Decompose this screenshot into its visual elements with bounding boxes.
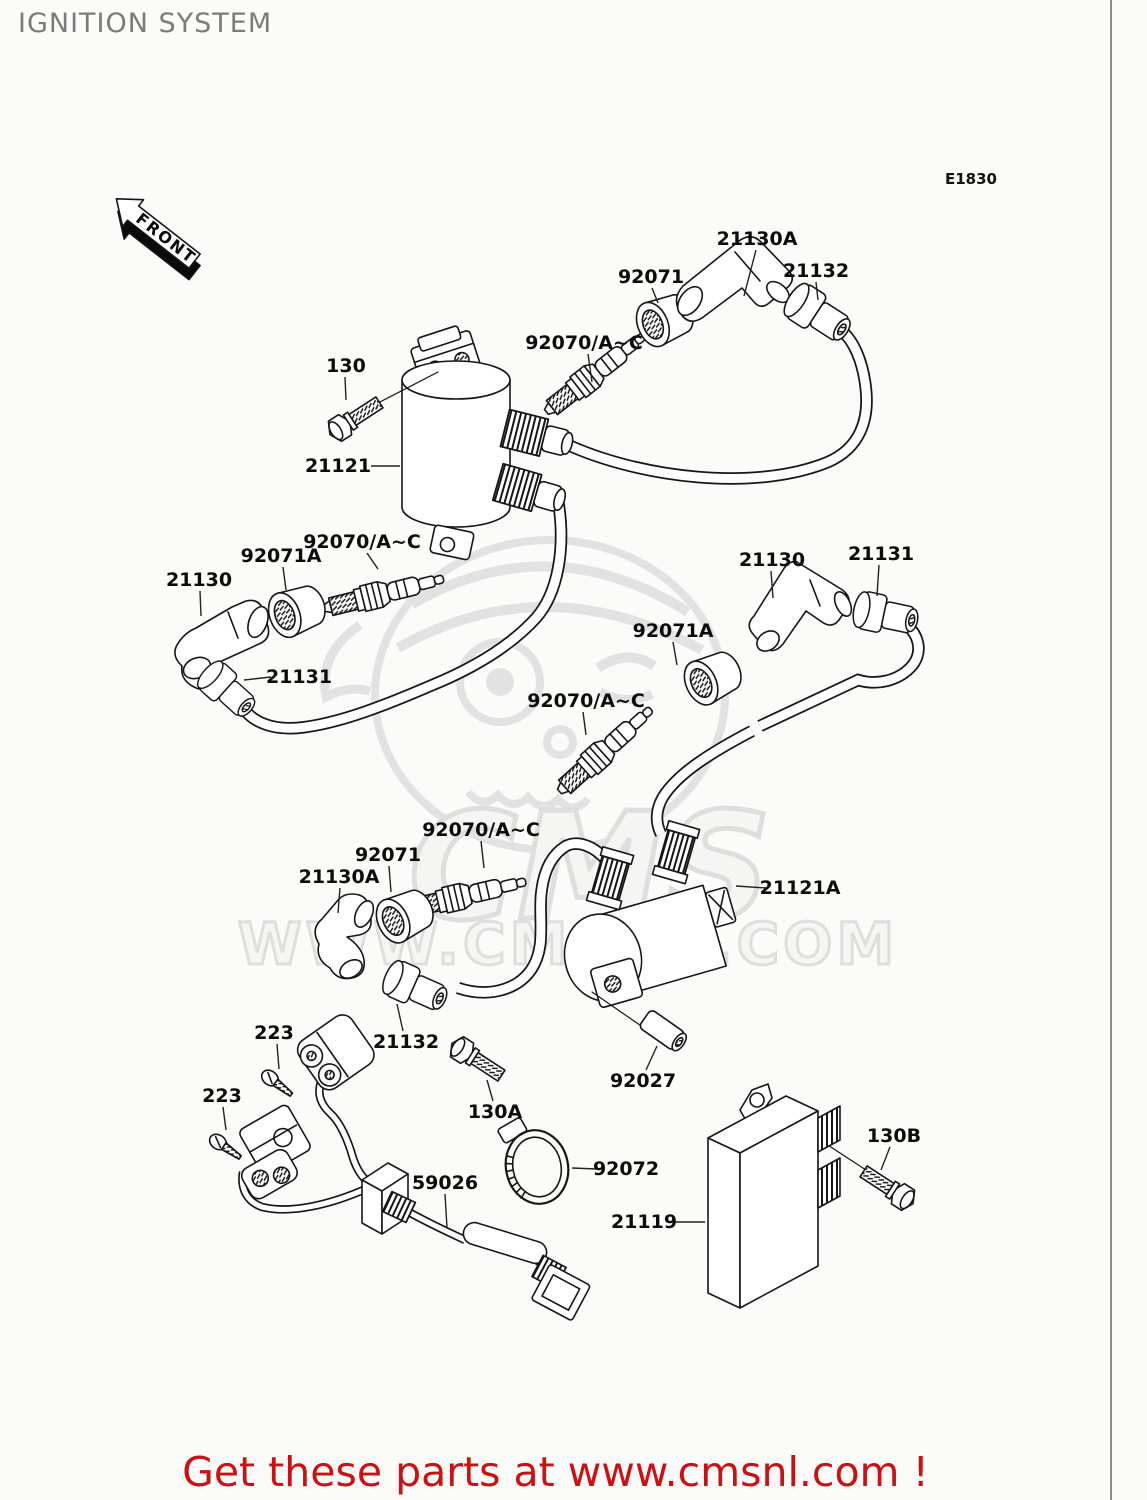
plug-wire-left-core xyxy=(235,499,566,733)
pickup-harness-upper-core xyxy=(316,1065,370,1184)
part-label-21131: 21131 xyxy=(848,543,914,565)
part-label-21121: 21121 xyxy=(305,455,371,477)
part-label-21121A: 21121A xyxy=(760,877,841,899)
leader-line-21131 xyxy=(876,564,880,597)
part-label-21130: 21130 xyxy=(166,569,232,591)
leader-line-21130 xyxy=(199,590,202,617)
part-label-223: 223 xyxy=(254,1022,294,1044)
part-label-92027: 92027 xyxy=(610,1070,676,1092)
part-label-223: 223 xyxy=(202,1085,242,1107)
part-label-21130: 21130 xyxy=(739,549,805,571)
plug-wire-right-lower-core xyxy=(652,727,755,837)
leader-line-59026 xyxy=(444,1193,448,1229)
leader-line-130B xyxy=(880,1146,891,1171)
clamp-92072 xyxy=(497,1117,570,1205)
leader-line-92072 xyxy=(571,1167,598,1170)
leader-line-92070/A~C xyxy=(582,711,587,736)
leader-line-21132 xyxy=(396,1003,404,1032)
part-label-130: 130 xyxy=(326,355,366,377)
coil-terminal-upper xyxy=(499,408,578,464)
page-title: IGNITION SYSTEM xyxy=(18,8,273,39)
bolt-130 xyxy=(322,391,387,446)
screw-223-upper xyxy=(257,1066,297,1101)
plug-cap-21130-right xyxy=(748,560,853,652)
page-divider-line xyxy=(1110,0,1112,1500)
plug-wire-top-core xyxy=(564,326,872,483)
part-label-21132: 21132 xyxy=(373,1031,439,1053)
front-direction-arrow: FRONT xyxy=(115,197,201,281)
part-label-21130A: 21130A xyxy=(717,228,798,250)
part-label-92071A: 92071A xyxy=(633,620,714,642)
plug-cap-21130-left xyxy=(174,599,270,691)
cdi-unit-21119 xyxy=(707,1083,841,1309)
part-label-92071: 92071 xyxy=(355,844,421,866)
part-label-130B: 130B xyxy=(867,1125,921,1147)
part-label-92070/A~C: 92070/A~C xyxy=(303,531,421,553)
part-label-59026: 59026 xyxy=(412,1172,478,1194)
leader-line-21132 xyxy=(815,281,819,301)
leader-line-92027 xyxy=(645,1045,658,1071)
pickup-coil-lower xyxy=(239,1104,311,1200)
part-label-21131: 21131 xyxy=(266,666,332,688)
bolt-130a xyxy=(444,1032,509,1087)
leader-line-92071A xyxy=(672,641,678,666)
resistor-cover-92071a-center xyxy=(677,644,749,712)
spark-plug-center xyxy=(549,698,661,802)
screw-223-lower xyxy=(205,1130,245,1165)
plug-wire-bottom-core xyxy=(456,839,610,997)
part-label-92070/A~C: 92070/A~C xyxy=(527,690,645,712)
plug-wire-right-upper-core xyxy=(758,618,923,731)
pickup-coil-upper xyxy=(296,1014,375,1091)
leader-line-21130 xyxy=(770,570,774,599)
terminal-nut-21132-bottom xyxy=(377,956,454,1019)
leader-line-223 xyxy=(222,1106,227,1131)
leader-line-92071 xyxy=(388,865,392,893)
junction-block-59026 xyxy=(361,1162,417,1235)
spark-plug-wires xyxy=(233,325,925,1278)
leader-line-92070/A~C xyxy=(366,552,379,570)
leader-line-92071 xyxy=(651,287,659,304)
leader-line-130A xyxy=(486,1079,494,1102)
bolt-130b xyxy=(856,1160,921,1215)
part-label-92071: 92071 xyxy=(618,266,684,288)
ignition-coil-21121 xyxy=(401,325,578,561)
leader-line-21131 xyxy=(243,676,272,681)
part-label-130A: 130A xyxy=(468,1101,523,1123)
part-label-92072: 92072 xyxy=(593,1158,659,1180)
leader-line-130 xyxy=(344,376,347,401)
resistor-cover-92071-bottom xyxy=(369,882,441,950)
part-label-92071A: 92071A xyxy=(241,545,322,567)
leader-line-21130A xyxy=(337,887,341,914)
resistor-cover-92071a-left xyxy=(261,578,332,643)
part-label-21130A: 21130A xyxy=(299,866,380,888)
part-label-21132: 21132 xyxy=(783,260,849,282)
leader-line-92070/A~C xyxy=(480,840,485,869)
cmsnl-banner-link[interactable]: Get these parts at www.cmsnl.com ! xyxy=(182,1448,929,1496)
leader-line-21121A xyxy=(735,885,767,889)
pickup-harness-lower-core xyxy=(239,1171,370,1212)
leader-line-223 xyxy=(276,1043,280,1070)
plug-cap-21130a-bottom xyxy=(314,893,375,980)
part-label-92070/A~C: 92070/A~C xyxy=(422,819,540,841)
harness-sleeve xyxy=(462,1221,548,1265)
leader-line-92071A xyxy=(282,566,287,591)
spark-plug-left xyxy=(320,565,448,622)
leader-line-92070/A~C xyxy=(587,353,593,383)
harness-outlet-core xyxy=(403,1207,467,1243)
harness-connector xyxy=(531,1254,591,1321)
ignition-coil-21121a xyxy=(563,819,737,1009)
leader-line-21130A xyxy=(743,249,757,297)
part-label-21119: 21119 xyxy=(611,1211,677,1233)
sleeve-92027 xyxy=(639,1010,688,1052)
plug-cap-21130a-top xyxy=(675,235,794,322)
part-label-92070/A~C: 92070/A~C xyxy=(525,332,643,354)
diagram-code: E1830 xyxy=(945,170,997,188)
